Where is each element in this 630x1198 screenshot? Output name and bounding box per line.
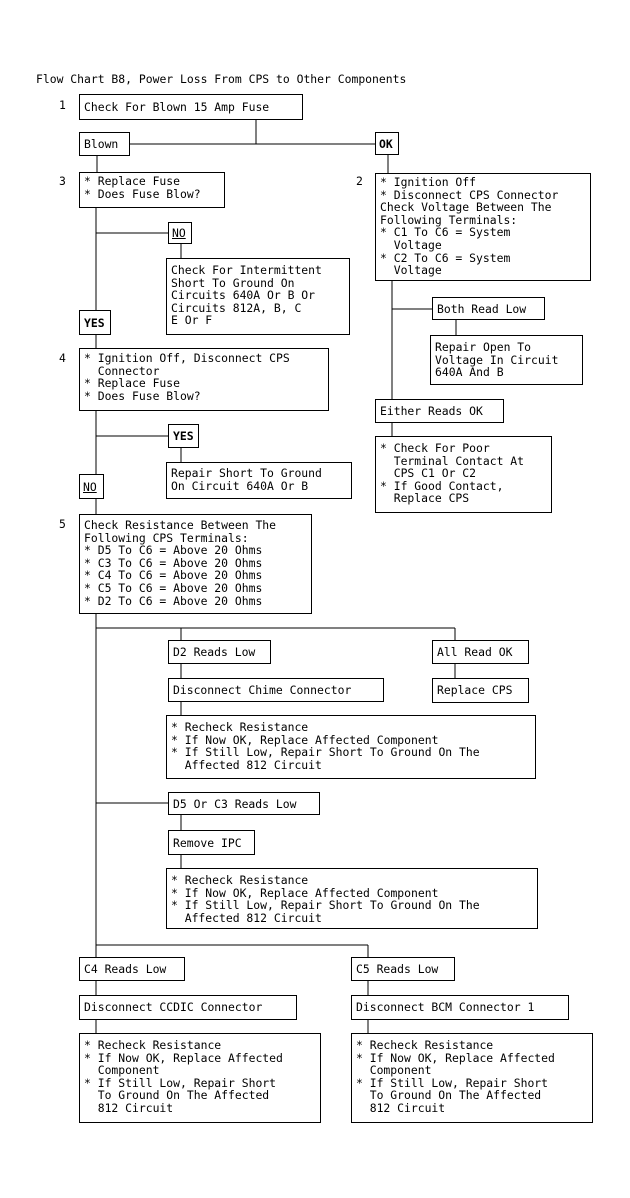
connector-step5-bottom: [95, 944, 369, 957]
no-box-2: NO: [79, 474, 104, 499]
repair-open-box: Repair Open To Voltage In Circuit 640A A…: [430, 335, 583, 385]
disconnect-chime-box: Disconnect Chime Connector: [168, 678, 384, 702]
d2-reads-low-box: D2 Reads Low: [168, 640, 271, 664]
recheck-box-4: * Recheck Resistance * If Now OK, Replac…: [351, 1033, 593, 1123]
no-box-1: NO: [168, 222, 192, 244]
disconnect-bcm-box: Disconnect BCM Connector 1: [351, 995, 569, 1020]
replace-cps-box: Replace CPS: [432, 678, 529, 703]
remove-ipc-box: Remove IPC: [168, 830, 255, 855]
both-read-low-box: Both Read Low: [432, 297, 545, 320]
step-number-4: 4: [59, 351, 66, 365]
all-read-ok-box: All Read OK: [432, 640, 529, 664]
step-number-1: 1: [59, 98, 66, 112]
ok-box: OK: [375, 132, 399, 155]
blown-box: Blown: [79, 132, 130, 156]
c4-reads-low-box: C4 Reads Low: [79, 957, 185, 981]
connector-step3-no: [96, 232, 182, 258]
repair-short-box: Repair Short To Ground On Circuit 640A O…: [166, 462, 352, 499]
replace-fuse-box: * Replace Fuse * Does Fuse Blow?: [79, 172, 225, 208]
step2-box: * Ignition Off * Disconnect CPS Connecto…: [375, 173, 591, 281]
yes-box-2: YES: [168, 424, 199, 448]
connector-step2-bothlow: [392, 308, 457, 335]
either-reads-ok-box: Either Reads OK: [375, 399, 504, 423]
recheck-box-2: * Recheck Resistance * If Now OK, Replac…: [166, 868, 538, 929]
check-poor-contact-box: * Check For Poor Terminal Contact At CPS…: [375, 436, 552, 513]
connector-step5-d5c3: [96, 802, 182, 868]
recheck-box-1: * Recheck Resistance * If Now OK, Replac…: [166, 715, 536, 779]
disconnect-ccdic-box: Disconnect CCDIC Connector: [79, 995, 297, 1020]
connector-step4-yes: [96, 435, 182, 462]
yes-box-1: YES: [79, 310, 111, 335]
check-fuse-box: Check For Blown 15 Amp Fuse: [79, 94, 303, 120]
check-intermittent-box: Check For Intermittent Short To Ground O…: [166, 258, 350, 335]
step5-box: Check Resistance Between The Following C…: [79, 514, 312, 614]
step4-box: * Ignition Off, Disconnect CPS Connector…: [79, 348, 329, 411]
c5-reads-low-box: C5 Reads Low: [351, 957, 455, 981]
recheck-box-3: * Recheck Resistance * If Now OK, Replac…: [79, 1033, 321, 1123]
step-number-5: 5: [59, 517, 66, 531]
connector-step5-branch1: [96, 627, 456, 640]
chart-title: Flow Chart B8, Power Loss From CPS to Ot…: [36, 72, 407, 86]
step-number-2: 2: [356, 174, 363, 188]
d5-c3-reads-low-box: D5 Or C3 Reads Low: [168, 792, 320, 815]
connector-fuse-split: [130, 120, 375, 145]
step-number-3: 3: [59, 174, 66, 188]
